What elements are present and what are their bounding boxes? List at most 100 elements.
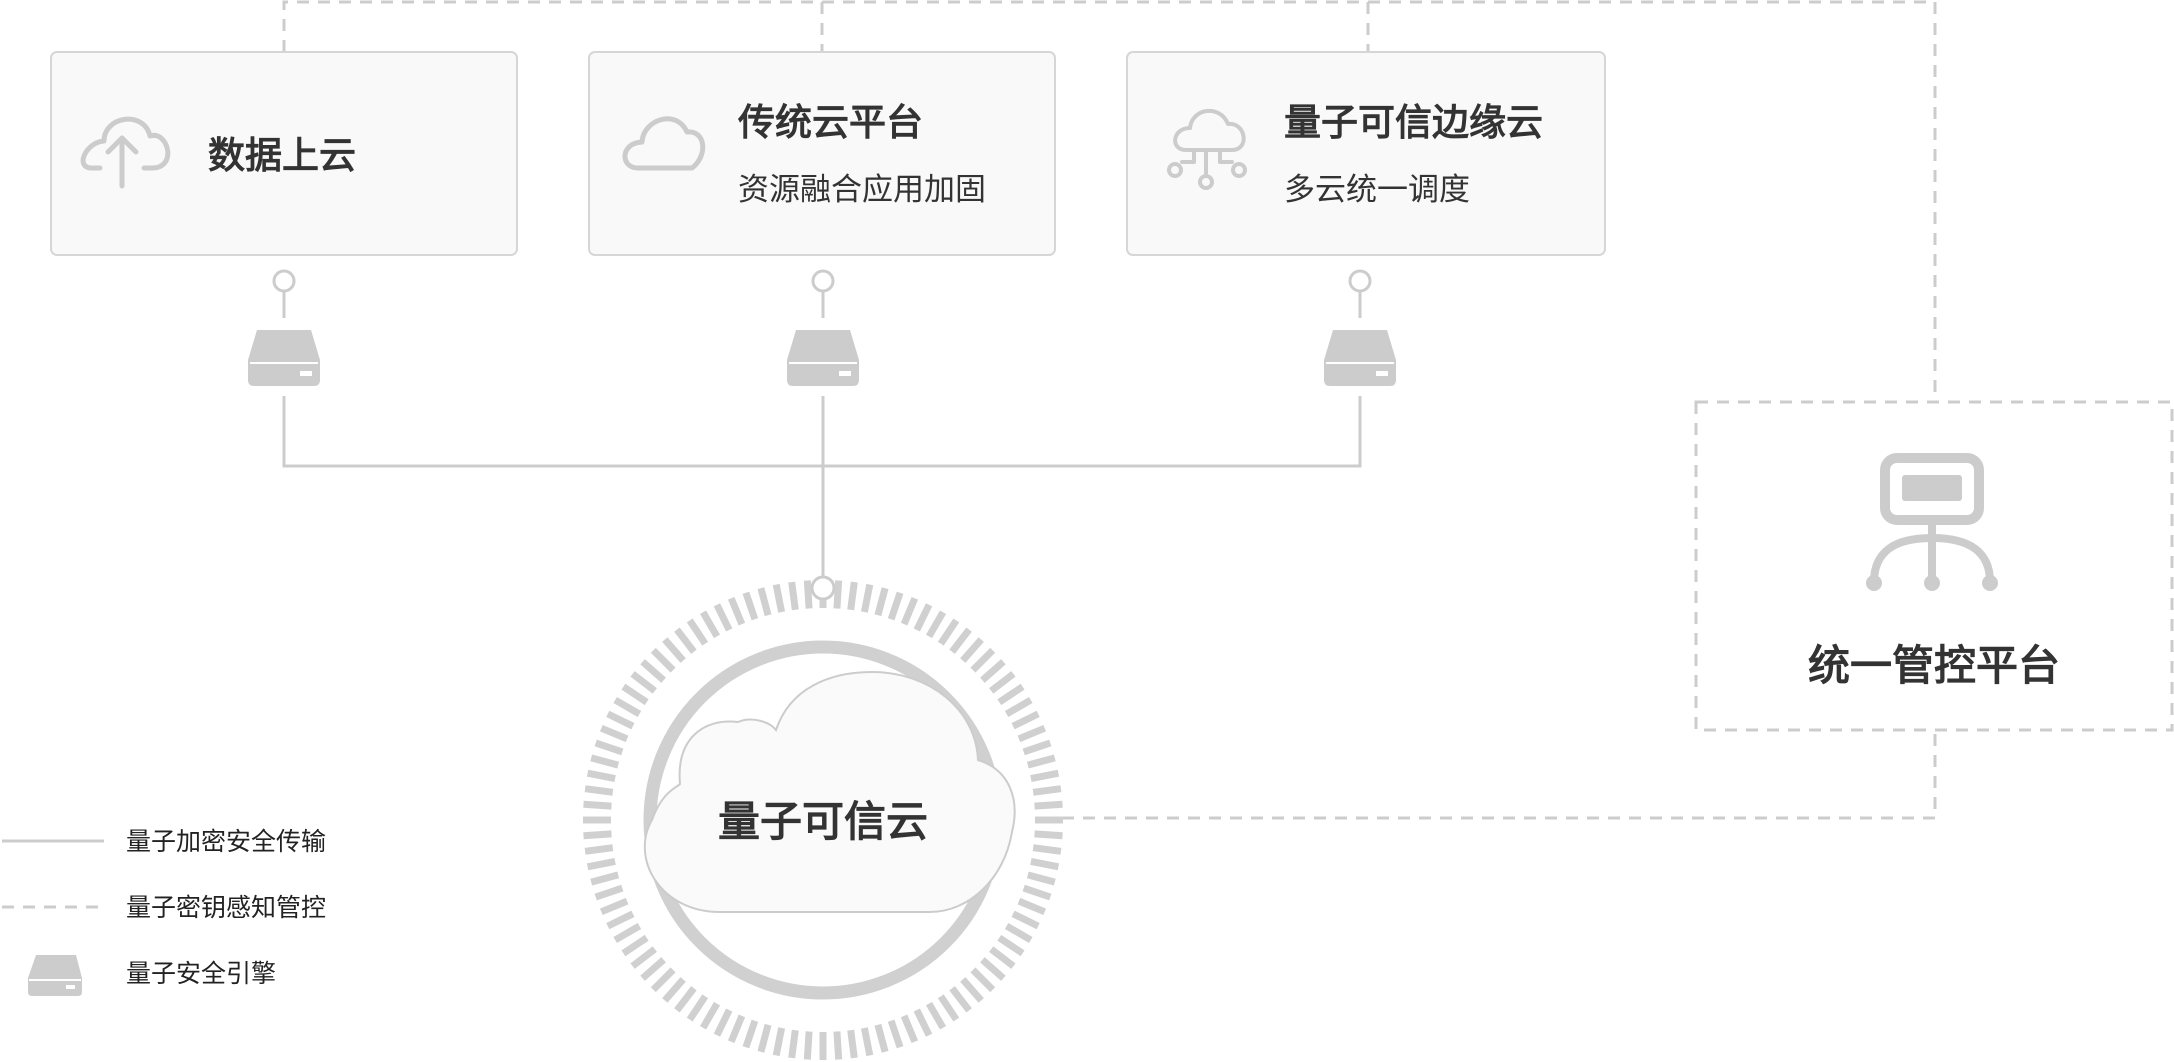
ring-tick — [727, 596, 746, 626]
ring-tick — [1017, 724, 1047, 743]
ring-tick — [674, 986, 697, 1013]
quantum-trusted-cloud: 量子可信云 — [583, 575, 1063, 1060]
card-subtitle: 多云统一调度 — [1284, 172, 1470, 208]
center-label: 量子可信云 — [718, 797, 928, 846]
ring-tick — [874, 1023, 889, 1053]
legend-label: 量子密钥感知管控 — [126, 893, 326, 922]
ring-tick — [860, 583, 874, 613]
ring-tick — [772, 1027, 786, 1057]
ring-tick — [860, 1027, 874, 1057]
ring-tick — [1032, 844, 1062, 855]
ring-tick — [662, 637, 686, 663]
ring-tick — [590, 871, 620, 886]
ring-tick — [613, 696, 642, 718]
legend-item-engine: 量子安全引擎 — [28, 955, 276, 996]
legend: 量子加密安全传输 量子密钥感知管控 量子安全引擎 — [2, 827, 326, 996]
pin-1 — [272, 269, 296, 293]
ring-tick — [788, 581, 799, 611]
ring-tick — [1032, 785, 1062, 796]
ring-tick — [650, 647, 676, 673]
ring-tick — [960, 977, 984, 1003]
ring-tick — [590, 754, 620, 769]
ring-tick — [937, 618, 960, 646]
legend-item-solid: 量子加密安全传输 — [2, 827, 326, 856]
ring-tick — [713, 603, 733, 632]
ring-tick — [980, 659, 1006, 683]
ring-tick — [1030, 769, 1060, 783]
ring-tick — [989, 671, 1016, 694]
ring-tick — [949, 986, 972, 1013]
card-subtitle: 资源融合应用加固 — [738, 172, 986, 208]
ring-tick — [613, 922, 642, 944]
ring-tick — [583, 800, 612, 810]
ring-tick — [586, 857, 616, 871]
ring-tick — [913, 1008, 933, 1037]
connection-pins — [272, 269, 1372, 293]
ring-tick — [594, 884, 624, 901]
key-management-links — [282, 0, 1937, 820]
legend-item-dashed: 量子密钥感知管控 — [2, 893, 326, 922]
ring-tick — [937, 994, 960, 1022]
ring-tick — [997, 934, 1025, 957]
engine-device-icon — [1324, 330, 1396, 386]
ring-tick — [630, 946, 657, 969]
ring-tick — [686, 618, 709, 646]
card-data-to-cloud: 数据上云 — [50, 51, 518, 256]
ring-tick — [1026, 871, 1056, 886]
ring-tick — [980, 957, 1006, 981]
card-title: 量子可信边缘云 — [1284, 101, 1543, 144]
engine-device-icon — [787, 330, 859, 386]
ring-tick — [1026, 754, 1056, 769]
ring-tick — [847, 1029, 858, 1059]
ring-tick — [594, 739, 624, 756]
management-label: 统一管控平台 — [1808, 641, 2060, 690]
ring-tick — [662, 977, 686, 1003]
card-title: 数据上云 — [208, 134, 356, 177]
legend-label: 量子安全引擎 — [126, 959, 276, 988]
ring-tick — [772, 583, 786, 613]
dashed-center-to-management — [1062, 730, 1937, 820]
ring-tick — [874, 587, 889, 617]
engine-device-icon — [28, 955, 82, 996]
card-traditional-cloud: 传统云平台 资源融合应用加固 — [588, 51, 1056, 256]
ring-tick — [757, 587, 772, 617]
ring-tick — [970, 967, 996, 993]
cloud-icon — [643, 670, 1016, 913]
ring-tick — [606, 910, 635, 930]
ring-tick — [803, 1031, 813, 1060]
ring-tick — [960, 637, 984, 663]
ring-tick — [949, 627, 972, 654]
unified-management-platform: 统一管控平台 — [1694, 400, 2174, 732]
solid-bus-left — [282, 396, 823, 468]
ring-tick — [699, 610, 721, 639]
ring-tick — [621, 683, 649, 706]
ring-tick — [1030, 857, 1060, 871]
ring-tick — [900, 1014, 919, 1044]
ring-tick — [584, 844, 614, 855]
ring-tick — [833, 1031, 843, 1060]
ring-tick — [650, 967, 676, 993]
cloud-network-icon — [1167, 108, 1247, 190]
ring-tick — [1034, 800, 1063, 810]
ring-tick — [640, 659, 666, 683]
engine-device-icon — [248, 330, 320, 386]
pin-2 — [811, 269, 835, 293]
ring-tick — [1017, 897, 1047, 916]
ring-tick — [621, 934, 649, 957]
ring-tick — [742, 591, 759, 621]
ring-tick — [599, 724, 629, 743]
ring-tick — [727, 1014, 746, 1044]
card-quantum-edge-cloud: 量子可信边缘云 多云统一调度 — [1126, 51, 1606, 256]
ring-tick — [887, 1019, 904, 1049]
encrypted-transport-links — [282, 291, 1362, 576]
center-pin — [810, 575, 836, 601]
ring-tick — [1022, 884, 1052, 901]
ring-tick — [599, 897, 629, 916]
ring-tick — [640, 957, 666, 981]
ring-tick — [1011, 910, 1040, 930]
ring-tick — [887, 591, 904, 621]
ring-tick — [989, 946, 1016, 969]
ring-tick — [674, 627, 697, 654]
ring-tick — [913, 603, 933, 632]
